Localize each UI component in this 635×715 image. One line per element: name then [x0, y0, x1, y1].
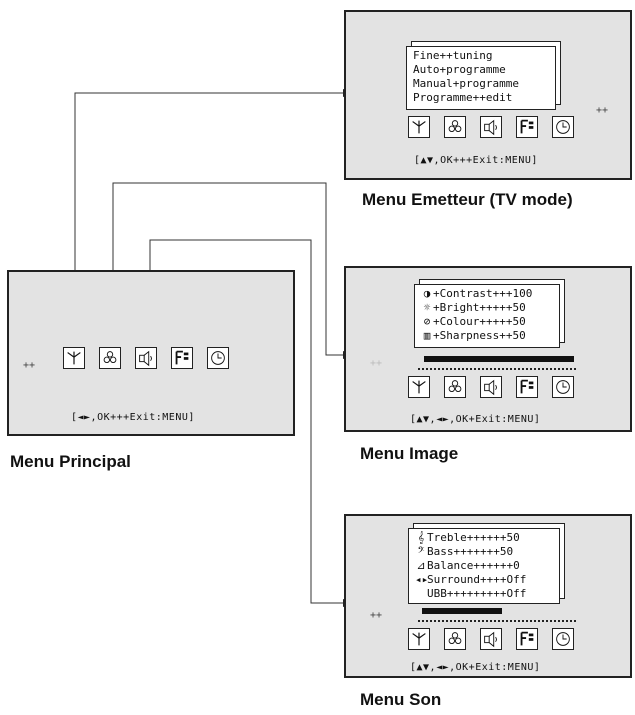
arrow-to-emetteur — [74, 89, 355, 355]
special-icon[interactable] — [516, 628, 538, 650]
screen-principal: ++ [◄►,OK+++Exit:MENU] — [7, 270, 295, 436]
menu-item-label: +Bright+++++50 — [433, 301, 526, 314]
picture-menu: ◑+Contrast+++100 ☼+Bright+++++50 ⊘+Colou… — [414, 284, 560, 348]
level-bar[interactable] — [424, 356, 574, 362]
menu-item[interactable]: ◑+Contrast+++100 — [421, 287, 553, 301]
tuning-menu: Fine++tuning Auto+programme Manual+progr… — [406, 46, 556, 110]
caption-image: Menu Image — [360, 444, 459, 463]
menu-item[interactable]: UBB+++++++++Off — [415, 587, 553, 601]
contrast-icon: ◑ — [423, 287, 431, 300]
arrow-to-image — [112, 182, 355, 359]
screen-son: 𝄞Treble++++++50 𝄢Bass+++++++50 ⊿Balance+… — [344, 514, 632, 678]
antenna-icon[interactable] — [63, 347, 85, 369]
menu-item-label: +Contrast+++100 — [433, 287, 533, 300]
surround-icon: ◂▸ — [415, 573, 429, 586]
menu-item-label: Treble++++++50 — [427, 531, 520, 544]
colour-icon: ⊘ — [423, 315, 431, 328]
caption-emetteur: Menu Emetteur (TV mode) — [362, 190, 573, 209]
icon-row — [408, 116, 574, 138]
antenna-icon[interactable] — [408, 376, 430, 398]
level-bar[interactable] — [422, 608, 502, 614]
menu-item[interactable]: 𝄞Treble++++++50 — [415, 531, 553, 545]
icon-row — [63, 347, 229, 369]
screen-emetteur: Fine++tuning Auto+programme Manual+progr… — [344, 10, 632, 180]
special-icon[interactable] — [516, 116, 538, 138]
antenna-icon[interactable] — [408, 628, 430, 650]
level-scale — [418, 620, 576, 622]
menu-item-label: +Sharpness++50 — [433, 329, 526, 342]
sound-icon[interactable] — [480, 116, 502, 138]
selector-marker: ++ — [370, 358, 383, 369]
screen-image: ◑+Contrast+++100 ☼+Bright+++++50 ⊘+Colou… — [344, 266, 632, 432]
nav-hint: [▲▼,◄►,OK+Exit:MENU] — [410, 662, 541, 673]
clock-icon[interactable] — [552, 376, 574, 398]
menu-item[interactable]: ⊘+Colour+++++50 — [421, 315, 553, 329]
menu-item[interactable]: ☼+Bright+++++50 — [421, 301, 553, 315]
menu-item[interactable]: Auto+programme — [413, 63, 506, 76]
treble-icon: 𝄞 — [417, 531, 425, 544]
menu-item-label: UBB+++++++++Off — [427, 587, 527, 600]
level-scale — [418, 368, 576, 370]
picture-icon[interactable] — [444, 628, 466, 650]
menu-item[interactable]: 𝄢Bass+++++++50 — [415, 545, 553, 559]
sound-menu: 𝄞Treble++++++50 𝄢Bass+++++++50 ⊿Balance+… — [408, 528, 560, 604]
selector-marker: ++ — [596, 105, 609, 116]
picture-icon[interactable] — [99, 347, 121, 369]
selector-marker: ++ — [23, 360, 36, 371]
menu-item-label: +Colour+++++50 — [433, 315, 526, 328]
sound-icon[interactable] — [480, 628, 502, 650]
icon-row — [408, 376, 574, 398]
caption-son: Menu Son — [360, 690, 442, 709]
picture-icon[interactable] — [444, 376, 466, 398]
caption-principal: Menu Principal — [10, 452, 131, 471]
nav-hint: [▲▼,◄►,OK+Exit:MENU] — [410, 414, 541, 425]
menu-item[interactable]: ▥+Sharpness++50 — [421, 329, 553, 343]
special-icon[interactable] — [171, 347, 193, 369]
picture-icon[interactable] — [444, 116, 466, 138]
bass-icon: 𝄢 — [417, 545, 425, 558]
menu-item-label: Surround++++Off — [427, 573, 527, 586]
sound-icon[interactable] — [480, 376, 502, 398]
sound-icon[interactable] — [135, 347, 157, 369]
sharpness-icon: ▥ — [423, 329, 431, 342]
menu-item[interactable]: Programme++edit — [413, 91, 513, 104]
clock-icon[interactable] — [207, 347, 229, 369]
selector-marker: ++ — [370, 610, 383, 621]
menu-item-label: Balance++++++0 — [427, 559, 520, 572]
menu-item-label: Bass+++++++50 — [427, 545, 514, 558]
menu-item[interactable]: ⊿Balance++++++0 — [415, 559, 553, 573]
special-icon[interactable] — [516, 376, 538, 398]
nav-hint: [◄►,OK+++Exit:MENU] — [71, 412, 195, 423]
menu-item[interactable]: Fine++tuning — [413, 49, 493, 62]
balance-icon: ⊿ — [416, 559, 426, 572]
menu-item[interactable]: ◂▸Surround++++Off — [415, 573, 553, 587]
clock-icon[interactable] — [552, 116, 574, 138]
antenna-icon[interactable] — [408, 116, 430, 138]
nav-hint: [▲▼,OK+++Exit:MENU] — [414, 155, 538, 166]
menu-item[interactable]: Manual+programme — [413, 77, 519, 90]
brightness-icon: ☼ — [423, 301, 431, 314]
clock-icon[interactable] — [552, 628, 574, 650]
icon-row — [408, 628, 574, 650]
